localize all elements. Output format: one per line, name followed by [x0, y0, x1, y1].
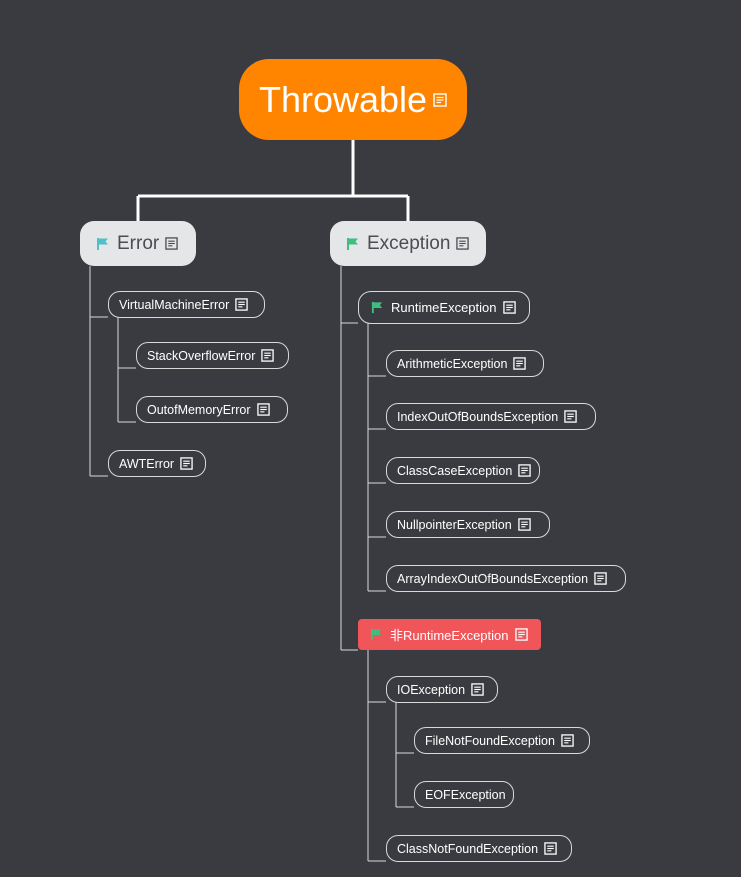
node-stack-overflow-error[interactable]: StackOverflowError: [136, 342, 289, 369]
node-label: ClassCaseException: [397, 463, 513, 478]
note-icon[interactable]: [235, 298, 248, 311]
node-label: FileNotFoundException: [425, 733, 555, 748]
note-icon[interactable]: [165, 237, 178, 250]
node-exception-label: Exception: [367, 232, 451, 254]
node-label: RuntimeException: [391, 300, 497, 315]
node-label: IndexOutOfBoundsException: [397, 409, 559, 424]
root-label: Throwable: [258, 78, 428, 120]
flag-icon: [371, 301, 384, 314]
node-file-not-found-exception[interactable]: FileNotFoundException: [414, 727, 590, 754]
note-icon[interactable]: [513, 357, 527, 370]
node-array-index-out-of-bounds-exception[interactable]: ArrayIndexOutOfBoundsException: [386, 565, 626, 592]
node-label: OutofMemoryError: [147, 402, 251, 417]
node-eof-exception[interactable]: EOFException: [414, 781, 514, 808]
node-label: ArrayIndexOutOfBoundsException: [397, 571, 589, 586]
node-virtual-machine-error[interactable]: VirtualMachineError: [108, 291, 265, 318]
note-icon[interactable]: [471, 683, 484, 696]
node-index-out-of-bounds-exception[interactable]: IndexOutOfBoundsException: [386, 403, 596, 430]
note-icon[interactable]: [517, 518, 531, 531]
node-error[interactable]: Error: [80, 221, 196, 266]
note-icon[interactable]: [433, 92, 447, 107]
note-icon[interactable]: [561, 734, 574, 747]
node-label: EOFException: [425, 787, 506, 802]
node-label: StackOverflowError: [147, 348, 256, 363]
note-icon[interactable]: [564, 410, 577, 423]
node-label: VirtualMachineError: [119, 297, 230, 312]
node-label: AWTError: [119, 456, 175, 471]
note-icon[interactable]: [180, 457, 193, 470]
flag-icon: [346, 237, 360, 251]
note-icon[interactable]: [544, 842, 557, 855]
note-icon[interactable]: [261, 349, 275, 362]
node-label: NullpointerException: [397, 517, 512, 532]
node-label: ArithmeticException: [397, 356, 508, 371]
node-non-runtime-exception[interactable]: 非RuntimeException: [358, 619, 541, 650]
node-awt-error[interactable]: AWTError: [108, 450, 206, 477]
node-error-label: Error: [117, 232, 160, 254]
note-icon[interactable]: [256, 403, 270, 416]
note-icon[interactable]: [518, 464, 532, 477]
node-runtime-exception[interactable]: RuntimeException: [358, 291, 530, 324]
node-arithmetic-exception[interactable]: ArithmeticException: [386, 350, 544, 377]
node-io-exception[interactable]: IOException: [386, 676, 498, 703]
node-class-case-exception[interactable]: ClassCaseException: [386, 457, 540, 484]
note-icon[interactable]: [594, 572, 607, 585]
root-node-throwable[interactable]: Throwable: [239, 59, 467, 140]
note-icon[interactable]: [456, 237, 470, 250]
node-exception[interactable]: Exception: [330, 221, 486, 266]
node-label: IOException: [397, 682, 466, 697]
note-icon[interactable]: [502, 301, 516, 314]
node-null-pointer-exception[interactable]: NullpointerException: [386, 511, 550, 538]
node-label: 非RuntimeException: [390, 628, 509, 643]
node-label: ClassNotFoundException: [397, 841, 539, 856]
node-class-not-found-exception[interactable]: ClassNotFoundException: [386, 835, 572, 862]
flag-icon: [370, 628, 383, 641]
flag-icon: [96, 237, 110, 251]
note-icon[interactable]: [514, 628, 528, 641]
node-out-of-memory-error[interactable]: OutofMemoryError: [136, 396, 288, 423]
